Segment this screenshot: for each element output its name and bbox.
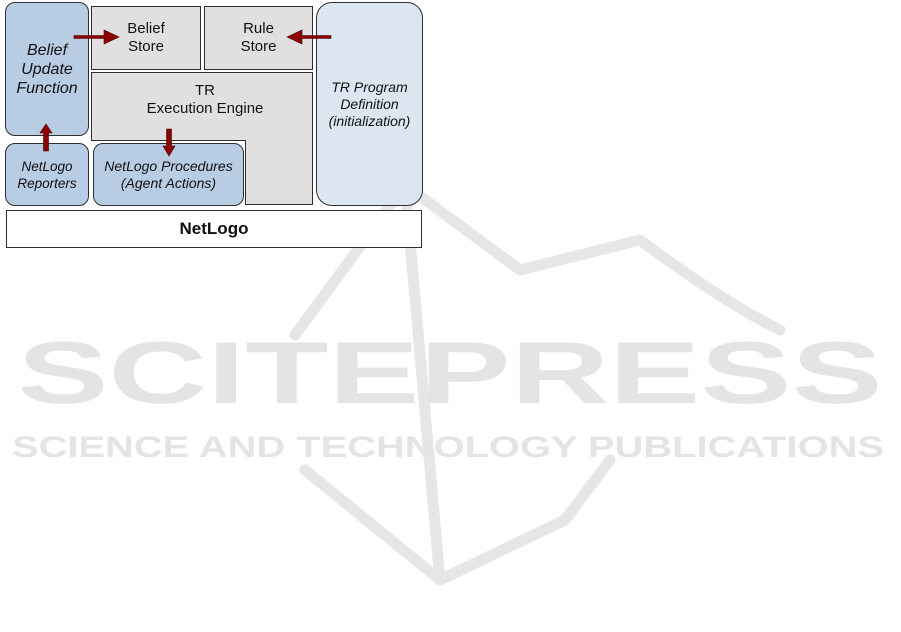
netlogo-procedures-line-2: (Agent Actions) [121,175,216,192]
tr-execution-engine-line-1: TR [195,82,215,100]
tr-program-definition-line-1: TR Program [331,79,407,96]
netlogo-label: NetLogo [180,219,249,239]
tr-program-definition-line-2: Definition [340,96,398,113]
watermark-title: SCITEPRESS [18,323,883,422]
watermark-subtitle: SCIENCE AND TECHNOLOGY PUBLICATIONS [12,431,884,464]
netlogo-reporters-line-1: NetLogo [21,158,72,175]
netlogo-reporters-box: NetLogo Reporters [5,143,89,206]
tr-execution-engine-label: TR Execution Engine [91,82,319,122]
tr-program-definition-line-3: (initialization) [329,113,411,130]
tr-program-definition-box: TR Program Definition (initialization) [316,2,423,206]
netlogo-procedures-box: NetLogo Procedures (Agent Actions) [93,143,244,206]
netlogo-box: NetLogo [6,210,422,248]
tr-execution-engine-line-2: Execution Engine [147,100,264,118]
netlogo-procedures-line-1: NetLogo Procedures [104,158,232,175]
netlogo-reporters-line-2: Reporters [17,175,76,192]
